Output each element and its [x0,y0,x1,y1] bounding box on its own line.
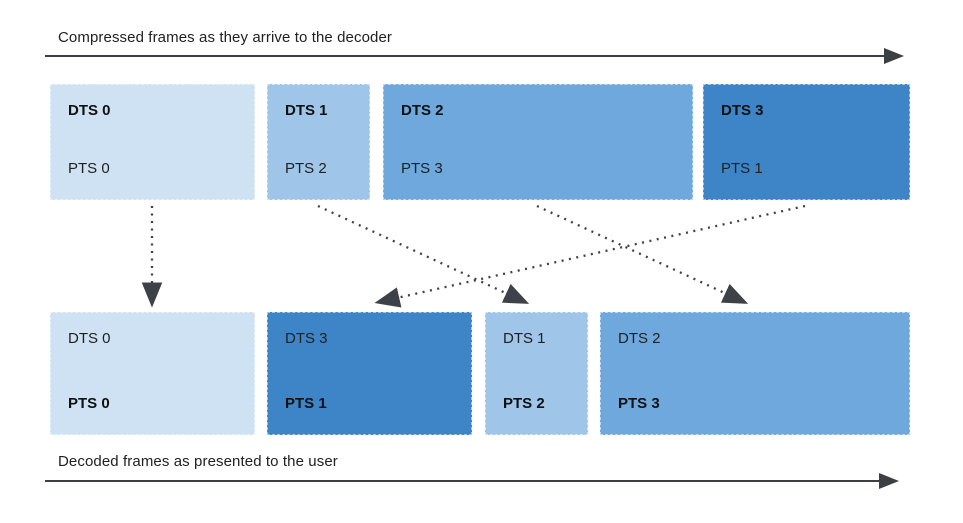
connector-arrow-dts3 [374,204,806,308]
decoded-frame-1: DTS 0 PTS 0 [50,312,255,435]
pts-label: PTS 3 [618,395,660,412]
dts-label: DTS 1 [285,102,328,119]
compressed-frame-1: DTS 0 PTS 0 [50,84,255,200]
dts-label: DTS 0 [68,330,111,347]
decoded-frame-4: DTS 2 PTS 3 [600,312,910,435]
dts-label: DTS 0 [68,102,111,119]
pts-label: PTS 2 [285,160,327,177]
pts-label: PTS 1 [721,160,763,177]
compressed-frame-2: DTS 1 PTS 2 [267,84,370,200]
pts-label: PTS 2 [503,395,545,412]
dts-label: DTS 2 [618,330,661,347]
dts-label: DTS 3 [285,330,328,347]
compressed-frame-3: DTS 2 PTS 3 [383,84,693,200]
decoded-frame-2: DTS 3 PTS 1 [267,312,472,435]
pts-label: PTS 3 [401,160,443,177]
dts-label: DTS 3 [721,102,764,119]
connector-arrow-dts1 [317,204,530,304]
dts-label: DTS 1 [503,330,546,347]
pts-label: PTS 1 [285,395,327,412]
dts-label: DTS 2 [401,102,444,119]
compressed-frame-4: DTS 3 PTS 1 [703,84,910,200]
decoded-frame-3: DTS 1 PTS 2 [485,312,588,435]
pts-label: PTS 0 [68,160,110,177]
bottom-axis-label: Decoded frames as presented to the user [58,453,338,470]
top-axis-label: Compressed frames as they arrive to the … [58,29,393,46]
connector-arrow-dts2 [536,204,749,304]
pts-label: PTS 0 [68,395,110,412]
